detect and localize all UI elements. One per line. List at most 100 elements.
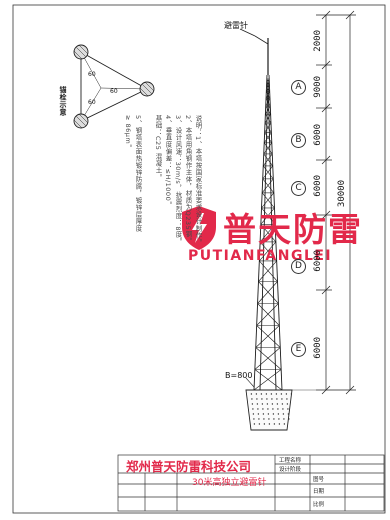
concrete-hatch-dot [286, 398, 288, 400]
section-label-b: B [291, 133, 306, 148]
concrete-hatch-dot [266, 398, 268, 400]
concrete-hatch-dot [273, 418, 275, 420]
dim-segment-4: 6000 [313, 175, 323, 197]
section-label-e: E [291, 342, 306, 357]
concrete-hatch-dot [290, 393, 293, 395]
lattice-diagonal [263, 132, 272, 143]
concrete-hatch-dot [281, 398, 283, 400]
concrete-hatch-dot [265, 393, 268, 395]
lattice-diagonal [261, 192, 275, 209]
base-width-label: B=800 [225, 371, 253, 380]
concrete-hatch-dot [262, 408, 264, 410]
concrete-hatch-dot [251, 403, 254, 405]
concrete-hatch-dot [282, 408, 284, 410]
concrete-hatch-dot [275, 393, 278, 395]
lattice-diagonal [264, 114, 271, 124]
lattice-diagonal [257, 303, 280, 326]
lattice-diagonal [265, 91, 270, 99]
lattice-diagonal [264, 122, 272, 133]
concrete-hatch-dot [278, 423, 281, 425]
concrete-hatch-dot [287, 413, 290, 415]
concrete-hatch-dot [256, 398, 258, 400]
concrete-hatch-dot [267, 408, 269, 410]
lightning-rod-label: 避雷针 [224, 21, 248, 30]
lattice-diagonal [265, 105, 271, 115]
dim-segment-3: 6000 [313, 124, 323, 146]
concrete-hatch-dot [260, 393, 263, 395]
concrete-hatch-dot [256, 403, 259, 405]
concrete-hatch-dot [276, 398, 278, 400]
lattice-diagonal [257, 281, 278, 304]
concrete-hatch-dot [277, 408, 279, 410]
drawing-title: 30米高独立避雷针 [192, 478, 267, 488]
section-label-d: D [291, 259, 306, 274]
lattice-diagonal [266, 78, 270, 86]
lattice-diagonal [260, 207, 275, 225]
concrete-hatch-dot [267, 413, 270, 415]
shield-bolt-icon [182, 206, 216, 250]
dimension-lines [283, 10, 356, 395]
brand-watermark: 普天防雷 PUTIANFANGLEI [180, 203, 390, 267]
note-line: 4、垂直度偏差：≤H/1000。 [164, 115, 172, 209]
lattice-diagonal [258, 281, 279, 304]
note-line: 说明：1、本塔按国家标准要求设计制作。 [194, 115, 202, 246]
concrete-hatch-dot [252, 413, 255, 415]
concrete-hatch-dot [278, 418, 280, 420]
concrete-hatch-dot [272, 408, 274, 410]
concrete-hatch-dot [271, 398, 273, 400]
lattice-diagonal [263, 165, 274, 180]
title-block-label: 工程名称 [279, 458, 302, 464]
concrete-hatch-dot [257, 408, 259, 410]
lattice-diagonal [253, 369, 282, 391]
lattice-diagonal [258, 260, 277, 282]
concrete-hatch-dot [268, 423, 271, 425]
company-name: 郑州普天防雷科技公司 [126, 459, 252, 474]
lattice-diagonal [254, 369, 283, 391]
concrete-hatch-dot [276, 403, 279, 405]
lattice-diagonal [263, 153, 273, 167]
lattice-diagonal [256, 325, 281, 348]
concrete-hatch-dot [273, 423, 276, 425]
concrete-hatch-dot [282, 413, 285, 415]
concrete-hatch-dot [253, 423, 256, 425]
concrete-hatch-dot [280, 393, 283, 395]
lattice-diagonal [256, 303, 279, 326]
concrete-hatch-dot [268, 418, 270, 420]
concrete-hatch-dot [270, 393, 273, 395]
dim-total: 30000 [337, 180, 347, 208]
lattice-diagonal [261, 178, 274, 194]
concrete-hatch-dot [271, 403, 274, 405]
lattice-diagonal [259, 241, 277, 262]
rod-leader [239, 28, 269, 45]
concrete-hatch-dot [263, 418, 265, 420]
lattice-diagonal [265, 114, 272, 124]
concrete-hatch-dot [266, 403, 269, 405]
concrete-hatch-dot [250, 393, 253, 395]
lattice-diagonal [263, 153, 273, 167]
section-label-c: C [291, 181, 306, 196]
concrete-hatch-dot [283, 418, 285, 420]
dim-segment-5: 6000 [313, 250, 323, 272]
concrete-hatch-dot [286, 403, 289, 405]
note-line: 3、设计风速：30m/s，抗震烈度：8度。 [174, 115, 182, 245]
title-block-label: 设计阶段 [279, 467, 302, 473]
tower-lattice [253, 38, 283, 391]
lattice-diagonal [259, 260, 278, 282]
foundation [245, 389, 293, 431]
lattice-diagonal [263, 142, 273, 155]
concrete-hatch-dot [272, 413, 275, 415]
concrete-hatch-dot [283, 423, 286, 425]
lattice-diagonal [262, 165, 273, 180]
base-leader [245, 377, 255, 388]
lattice-diagonal [263, 142, 273, 155]
dim-segment-2: 9000 [313, 76, 323, 98]
lattice-diagonal [261, 207, 276, 225]
concrete-hatch-dot [281, 403, 284, 405]
concrete-hatch-dot [253, 418, 255, 420]
lattice-diagonal [255, 325, 280, 348]
concrete-hatch-dot [285, 393, 288, 395]
angle-label-2: 60 [110, 88, 118, 95]
watermark-english: PUTIANFANGLEI [188, 248, 333, 264]
lattice-diagonal [264, 122, 272, 133]
